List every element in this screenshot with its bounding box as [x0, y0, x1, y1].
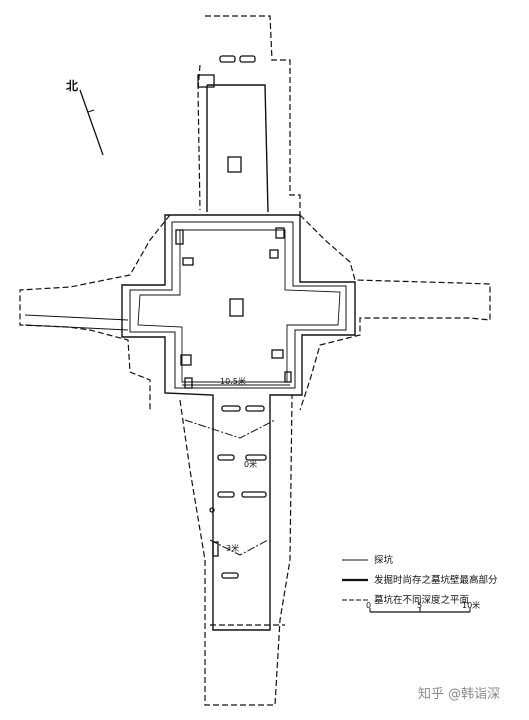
north-arrow: 北 — [66, 78, 104, 156]
watermark-text: 知乎 @韩诣深 — [418, 686, 500, 702]
depth-contour-lines — [184, 419, 276, 556]
legend: 探坑 发掘时尚存之墓坑壁最高部分 墓坑在不同深度之平面 0 5 10米 — [342, 554, 498, 613]
scale-tick-10: 10米 — [462, 600, 480, 610]
pit-wall-solid-outline — [24, 84, 356, 631]
width-dimension: 10.5米 — [182, 376, 290, 386]
north-label: 北 — [66, 78, 78, 93]
depth-3-label: 3米 — [226, 543, 239, 553]
pit-features — [175, 55, 292, 579]
legend-wall-label: 发掘时尚存之墓坑壁最高部分 — [374, 574, 498, 586]
dashed-outer-boundary — [19, 15, 491, 706]
depth-0-label: 0米 — [244, 459, 257, 469]
legend-depth-label: 墓坑在不同深度之平面 — [374, 594, 469, 606]
legend-probe-label: 探坑 — [374, 554, 394, 566]
scale-tick-0: 0 — [366, 601, 371, 610]
scale-tick-5: 5 — [417, 601, 422, 610]
scale-bar: 0 5 10米 — [366, 600, 480, 613]
dim-width-label: 10.5米 — [220, 376, 246, 386]
